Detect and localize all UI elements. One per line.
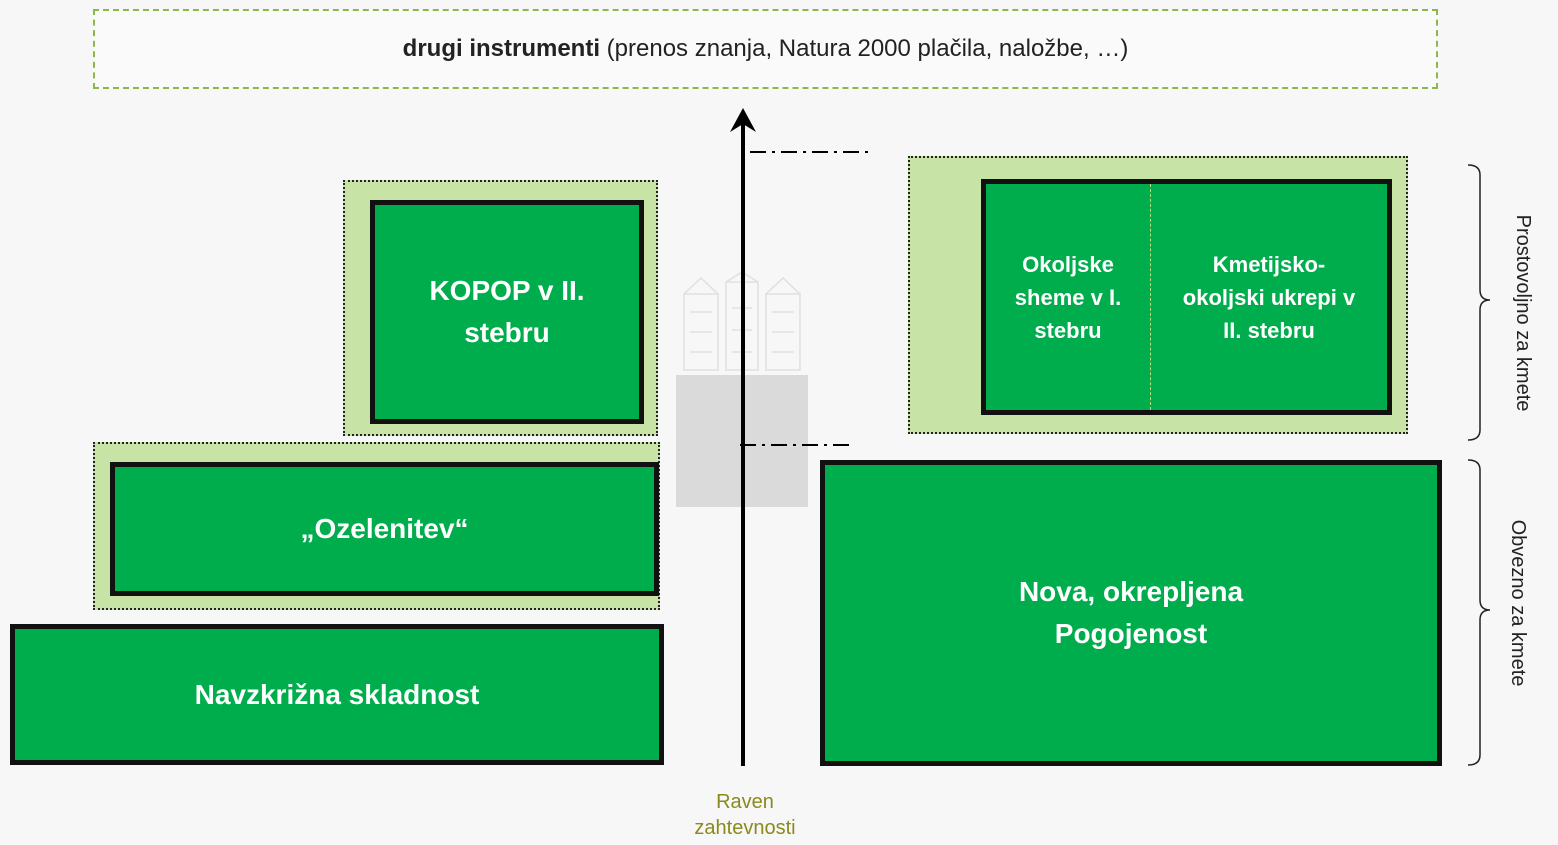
other-instruments-title: drugi instrumenti: [402, 35, 601, 62]
navzkrizna-label: Navzkrižna skladnost: [194, 678, 480, 710]
eco-schemes-box: Okoljske sheme v I. stebru Kmetijsko-oko…: [981, 179, 1392, 415]
kopop-box: KOPOP v II. stebru: [370, 200, 644, 424]
okoljske-cell: Okoljske sheme v I. stebru: [986, 184, 1151, 410]
voluntary-label: Prostovoljno za kmete: [1512, 214, 1534, 412]
navzkrizna-box: Navzkrižna skladnost: [10, 624, 664, 765]
difficulty-axis-label: Raven zahtevnosti: [694, 791, 796, 839]
kmetijsko-cell: Kmetijsko-okoljski ukrepi v II. stebru: [1151, 184, 1387, 410]
other-instruments-details: (prenos znanja, Natura 2000 plačila, nal…: [600, 35, 1129, 62]
ozelenitev-box: „Ozelenitev“: [110, 462, 659, 596]
voluntary-bracket: [1467, 164, 1491, 441]
kmetijsko-label: Kmetijsko-okoljski ukrepi v II. stebru: [1182, 251, 1356, 343]
mandatory-bracket: [1467, 459, 1491, 766]
kopop-label: KOPOP v II. stebru: [429, 275, 585, 348]
okoljske-label: Okoljske sheme v I. stebru: [1014, 251, 1122, 343]
pogojenost-box: Nova, okrepljena Pogojenost: [820, 460, 1442, 766]
arrow-up-icon: [730, 108, 756, 132]
mandatory-label: Obvezno za kmete: [1507, 519, 1529, 687]
other-instruments-box: drugi instrumenti (prenos znanja, Natura…: [93, 9, 1438, 89]
ozelenitev-label: „Ozelenitev“: [300, 513, 469, 544]
pogojenost-label: Nova, okrepljena Pogojenost: [1018, 576, 1244, 649]
